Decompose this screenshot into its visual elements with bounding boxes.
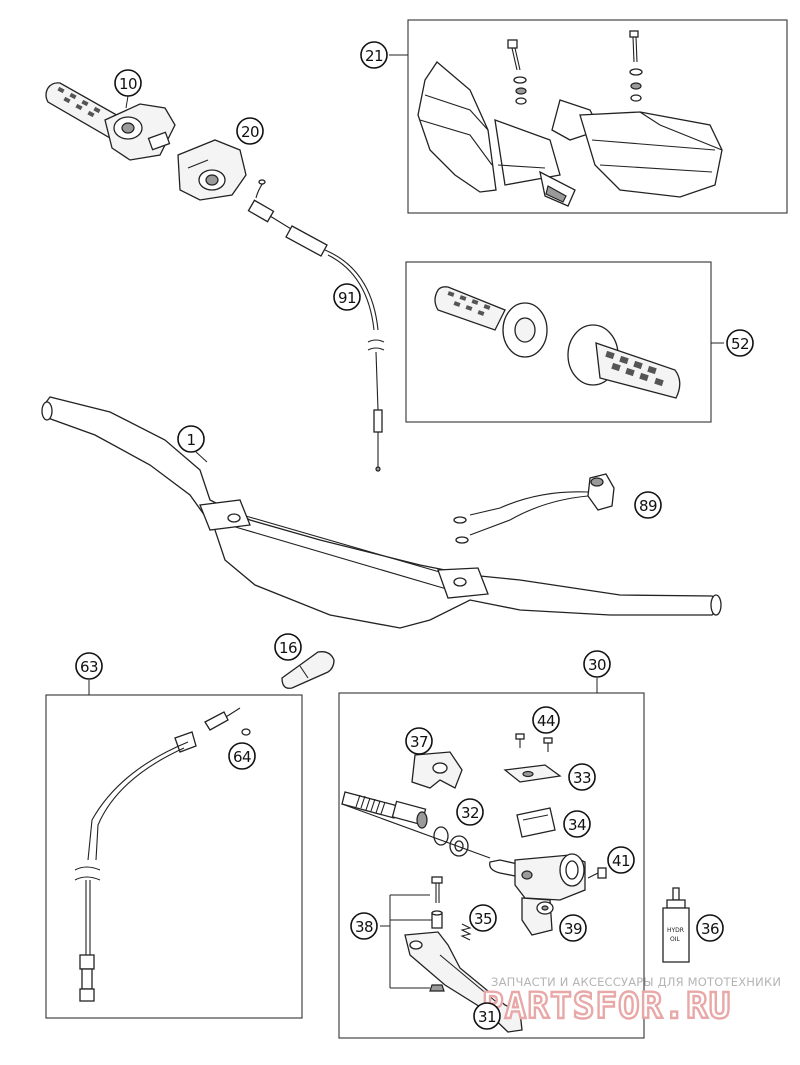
callout-63: 63: [75, 652, 103, 680]
callout-1: 1: [177, 425, 205, 453]
clamp: [411, 751, 463, 789]
clutch-cable-box: [45, 694, 303, 1019]
hand-guard-bolt-right: [629, 30, 643, 102]
svg-text:89: 89: [639, 497, 657, 515]
callout-41: 41: [607, 846, 635, 874]
throttle-cable: [247, 179, 385, 472]
handlebar: [41, 396, 722, 629]
svg-text:10: 10: [119, 75, 137, 93]
grip-set-group: [405, 261, 724, 423]
svg-text:52: 52: [731, 335, 749, 353]
svg-text:30: 30: [588, 656, 606, 674]
hand-guard-right: [551, 99, 723, 198]
callout-10: 10: [114, 69, 142, 97]
grip-set-box: [405, 261, 712, 423]
svg-text:33: 33: [573, 769, 591, 787]
callout-89: 89: [634, 491, 662, 519]
callout-52: 52: [726, 329, 754, 357]
svg-text:36: 36: [701, 920, 719, 938]
callout-35: 35: [469, 904, 497, 932]
cover-screws: [515, 733, 553, 752]
reservoir-cover: [503, 764, 562, 783]
clutch-cable: [74, 707, 241, 1002]
watermark: ЗАПЧАСТИ И АКСЕССУАРЫ ДЛЯ МОТОТЕХНИКИ PA…: [481, 975, 781, 1028]
svg-text:21: 21: [365, 47, 383, 65]
callout-31: 31: [473, 1002, 501, 1030]
reservoir-membrane: [516, 807, 556, 838]
hand-guard-bolt-left: [507, 39, 527, 105]
cable-nipple: [241, 728, 251, 736]
callout-38: 38: [350, 912, 378, 940]
svg-text:1: 1: [186, 431, 195, 449]
callout-37: 37: [405, 727, 433, 755]
callout-21: 21: [360, 41, 388, 69]
kill-switch: [453, 473, 615, 544]
watermark-brand: PARTSFOR.RU: [482, 986, 731, 1027]
lever-bolt: [587, 867, 607, 879]
callout-20: 20: [236, 117, 264, 145]
master-cylinder-box: [338, 692, 645, 1039]
hydraulic-oil-bottle: HYDR OIL: [662, 887, 690, 963]
handlebar-end-plug: [281, 651, 335, 689]
callout-30: 30: [583, 650, 611, 678]
watermark-tagline: ЗАПЧАСТИ И АКСЕССУАРЫ ДЛЯ МОТОТЕХНИКИ: [491, 975, 781, 989]
grip-right: [567, 324, 681, 399]
svg-text:64: 64: [233, 748, 251, 766]
hand-guard-left: [417, 61, 576, 207]
svg-text:39: 39: [564, 920, 582, 938]
svg-text:91: 91: [338, 289, 356, 307]
bottle-label-line-2: OIL: [670, 936, 680, 943]
pivot-bolt-set: [380, 876, 445, 992]
svg-text:34: 34: [568, 816, 586, 834]
svg-text:41: 41: [612, 852, 630, 870]
callout-34: 34: [563, 810, 591, 838]
svg-text:31: 31: [478, 1008, 496, 1026]
hand-guard-set-group: [389, 19, 788, 214]
svg-text:32: 32: [461, 804, 479, 822]
piston-kit: [341, 791, 491, 859]
bottle-label-line-1: HYDR: [667, 927, 684, 934]
throttle-grip-assembly: [45, 82, 176, 161]
callout-64: 64: [228, 742, 256, 770]
svg-text:20: 20: [241, 123, 259, 141]
callout-36: 36: [696, 914, 724, 942]
svg-text:63: 63: [80, 658, 98, 676]
callout-39: 39: [559, 914, 587, 942]
svg-text:35: 35: [474, 910, 492, 928]
callout-91: 91: [333, 283, 361, 311]
clutch-cable-group: [45, 680, 303, 1019]
svg-text:38: 38: [355, 918, 373, 936]
master-cylinder-body: [489, 853, 586, 936]
svg-text:44: 44: [537, 712, 555, 730]
callout-44: 44: [532, 706, 560, 734]
throttle-housing-cover: [177, 139, 247, 201]
callout-32: 32: [456, 798, 484, 826]
callout-33: 33: [568, 763, 596, 791]
callout-16: 16: [274, 633, 302, 661]
svg-text:16: 16: [279, 639, 297, 657]
svg-text:37: 37: [410, 733, 428, 751]
hand-guard-box: [407, 19, 788, 214]
grip-left: [434, 286, 548, 358]
lever-spring: [460, 923, 472, 941]
